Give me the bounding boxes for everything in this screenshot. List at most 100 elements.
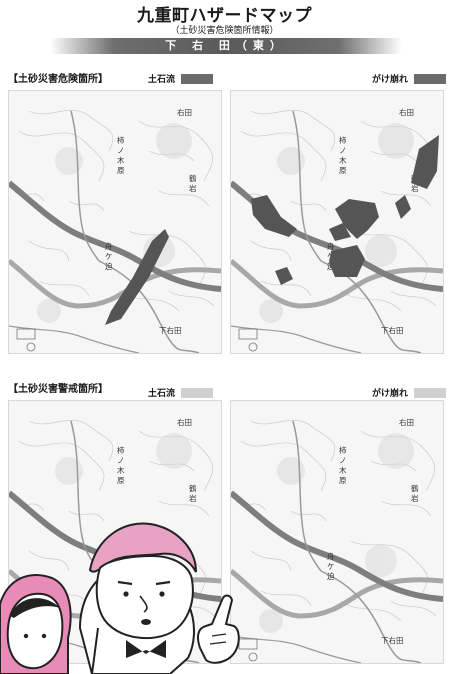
- place-shimomigita: 下右田: [159, 325, 182, 335]
- place-funagasako: 舟 ケ 迫: [327, 551, 335, 581]
- river: [231, 259, 443, 309]
- hazard-overlay: [105, 229, 169, 325]
- place-migita: 右田: [399, 107, 414, 117]
- landmark-circle: [248, 342, 258, 352]
- local-road: [70, 420, 100, 572]
- place-tsuru: 鶴 岩: [189, 483, 197, 503]
- svg-text:柿: 柿: [117, 135, 125, 145]
- svg-text:原: 原: [117, 166, 125, 175]
- place-shimomigita: 下右田: [381, 635, 404, 645]
- landmark-circle: [26, 342, 36, 352]
- svg-text:柿: 柿: [117, 445, 125, 455]
- landslide-zone: [335, 199, 379, 239]
- legend-debris-label: 土石流: [148, 389, 176, 399]
- topographic-map-svg: 右田 柿 ノ 木 原 鶴 岩 舟 ケ 迫 下右田: [9, 107, 221, 353]
- svg-text:ケ: ケ: [327, 562, 335, 571]
- map-warning-landslide: 右田 柿 ノ 木 原 鶴 岩 舟 ケ 迫 下右田: [230, 400, 444, 664]
- local-road: [320, 570, 422, 663]
- svg-text:木: 木: [339, 465, 347, 475]
- place-kinomoto: 柿 ノ 木 原: [339, 135, 347, 175]
- place-migita: 右田: [177, 107, 192, 117]
- place-kinomoto: 柿 ノ 木 原: [117, 135, 125, 175]
- svg-text:舟: 舟: [327, 551, 335, 561]
- local-road: [292, 110, 322, 262]
- svg-text:岩: 岩: [411, 183, 419, 193]
- svg-text:迫: 迫: [327, 571, 335, 581]
- place-tsuru: 鶴 岩: [189, 173, 197, 193]
- landslide-zone: [275, 267, 293, 285]
- debris-flow-zone: [105, 229, 169, 325]
- local-road: [98, 260, 200, 353]
- place-kinomoto: 柿 ノ 木 原: [339, 445, 347, 485]
- svg-text:木: 木: [339, 155, 347, 165]
- local-road: [292, 420, 322, 572]
- warning-legend-debris: 土石流: [148, 386, 214, 399]
- highway-road: [9, 180, 221, 292]
- svg-text:柿: 柿: [339, 445, 347, 455]
- map-danger-landslide: 右田 柿 ノ 木 原 鶴 岩 舟 ケ 迫 下右田: [230, 90, 444, 354]
- landslide-zone: [395, 195, 411, 219]
- pointing-hand-icon: [197, 594, 240, 664]
- hill-shading: [259, 123, 414, 323]
- place-funagasako: 舟 ケ 迫: [105, 241, 113, 271]
- legend-landslide-label: がけ崩れ: [372, 389, 409, 399]
- legend-debris-swatch: [181, 387, 214, 398]
- svg-text:木: 木: [117, 465, 125, 475]
- svg-text:ノ: ノ: [117, 146, 125, 155]
- place-migita: 右田: [177, 417, 192, 427]
- danger-section-label: 【土砂災害危険箇所】: [8, 74, 108, 85]
- landslide-zone: [329, 223, 351, 241]
- place-migita: 右田: [399, 417, 414, 427]
- svg-text:木: 木: [117, 155, 125, 165]
- local-road: [231, 635, 362, 663]
- page-title: 九重町ハザードマップ: [137, 6, 312, 26]
- place-kinomoto: 柿 ノ 木 原: [117, 445, 125, 485]
- danger-legend-landslide: がけ崩れ: [372, 72, 447, 85]
- hill-shading: [259, 433, 414, 633]
- svg-text:ノ: ノ: [117, 456, 125, 465]
- svg-text:岩: 岩: [189, 493, 197, 503]
- topographic-map-svg: 右田 柿 ノ 木 原 鶴 岩 舟 ケ 迫 下右田: [231, 417, 443, 663]
- district-banner: 下 右 田（東）: [50, 38, 402, 54]
- cartoon-characters: [0, 522, 240, 674]
- danger-legend-debris: 土石流: [148, 72, 214, 85]
- warning-section-label: 【土砂災害警戒箇所】: [8, 384, 108, 395]
- landmark-circle: [248, 652, 258, 662]
- local-road: [9, 325, 140, 353]
- place-shimomigita: 下右田: [381, 325, 404, 335]
- svg-text:鶴: 鶴: [189, 483, 197, 493]
- legend-landslide-label: がけ崩れ: [372, 75, 409, 85]
- svg-text:岩: 岩: [411, 493, 419, 503]
- svg-text:ノ: ノ: [339, 146, 347, 155]
- svg-text:ノ: ノ: [339, 456, 347, 465]
- warning-legend-landslide: がけ崩れ: [372, 386, 447, 399]
- svg-text:柿: 柿: [339, 135, 347, 145]
- svg-text:岩: 岩: [189, 183, 197, 193]
- svg-text:鶴: 鶴: [411, 483, 419, 493]
- svg-text:舟: 舟: [105, 241, 113, 251]
- legend-landslide-swatch: [414, 387, 447, 398]
- hazard-overlay: [251, 135, 439, 285]
- svg-text:ケ: ケ: [105, 252, 113, 261]
- legend-landslide-swatch: [414, 73, 447, 84]
- svg-text:舟: 舟: [327, 241, 335, 251]
- place-tsuru: 鶴 岩: [411, 483, 419, 503]
- landslide-zone: [251, 195, 297, 237]
- girl-character: [0, 574, 72, 674]
- svg-text:鶴: 鶴: [189, 173, 197, 183]
- river: [9, 259, 221, 309]
- topographic-map-svg: 右田 柿 ノ 木 原 鶴 岩 舟 ケ 迫 下右田: [231, 107, 443, 353]
- boy-character: [78, 522, 197, 674]
- highway-road: [231, 490, 443, 602]
- map-header: 九重町ハザードマップ （土砂災害危険箇所情報）: [0, 6, 449, 37]
- legend-debris-label: 土石流: [148, 75, 176, 85]
- svg-text:迫: 迫: [105, 261, 113, 271]
- svg-text:原: 原: [117, 476, 125, 485]
- legend-debris-swatch: [181, 73, 214, 84]
- svg-text:原: 原: [339, 166, 347, 175]
- landslide-zone: [411, 135, 439, 189]
- local-road: [231, 325, 362, 353]
- building: [16, 328, 36, 340]
- river: [231, 569, 443, 619]
- building: [238, 328, 258, 340]
